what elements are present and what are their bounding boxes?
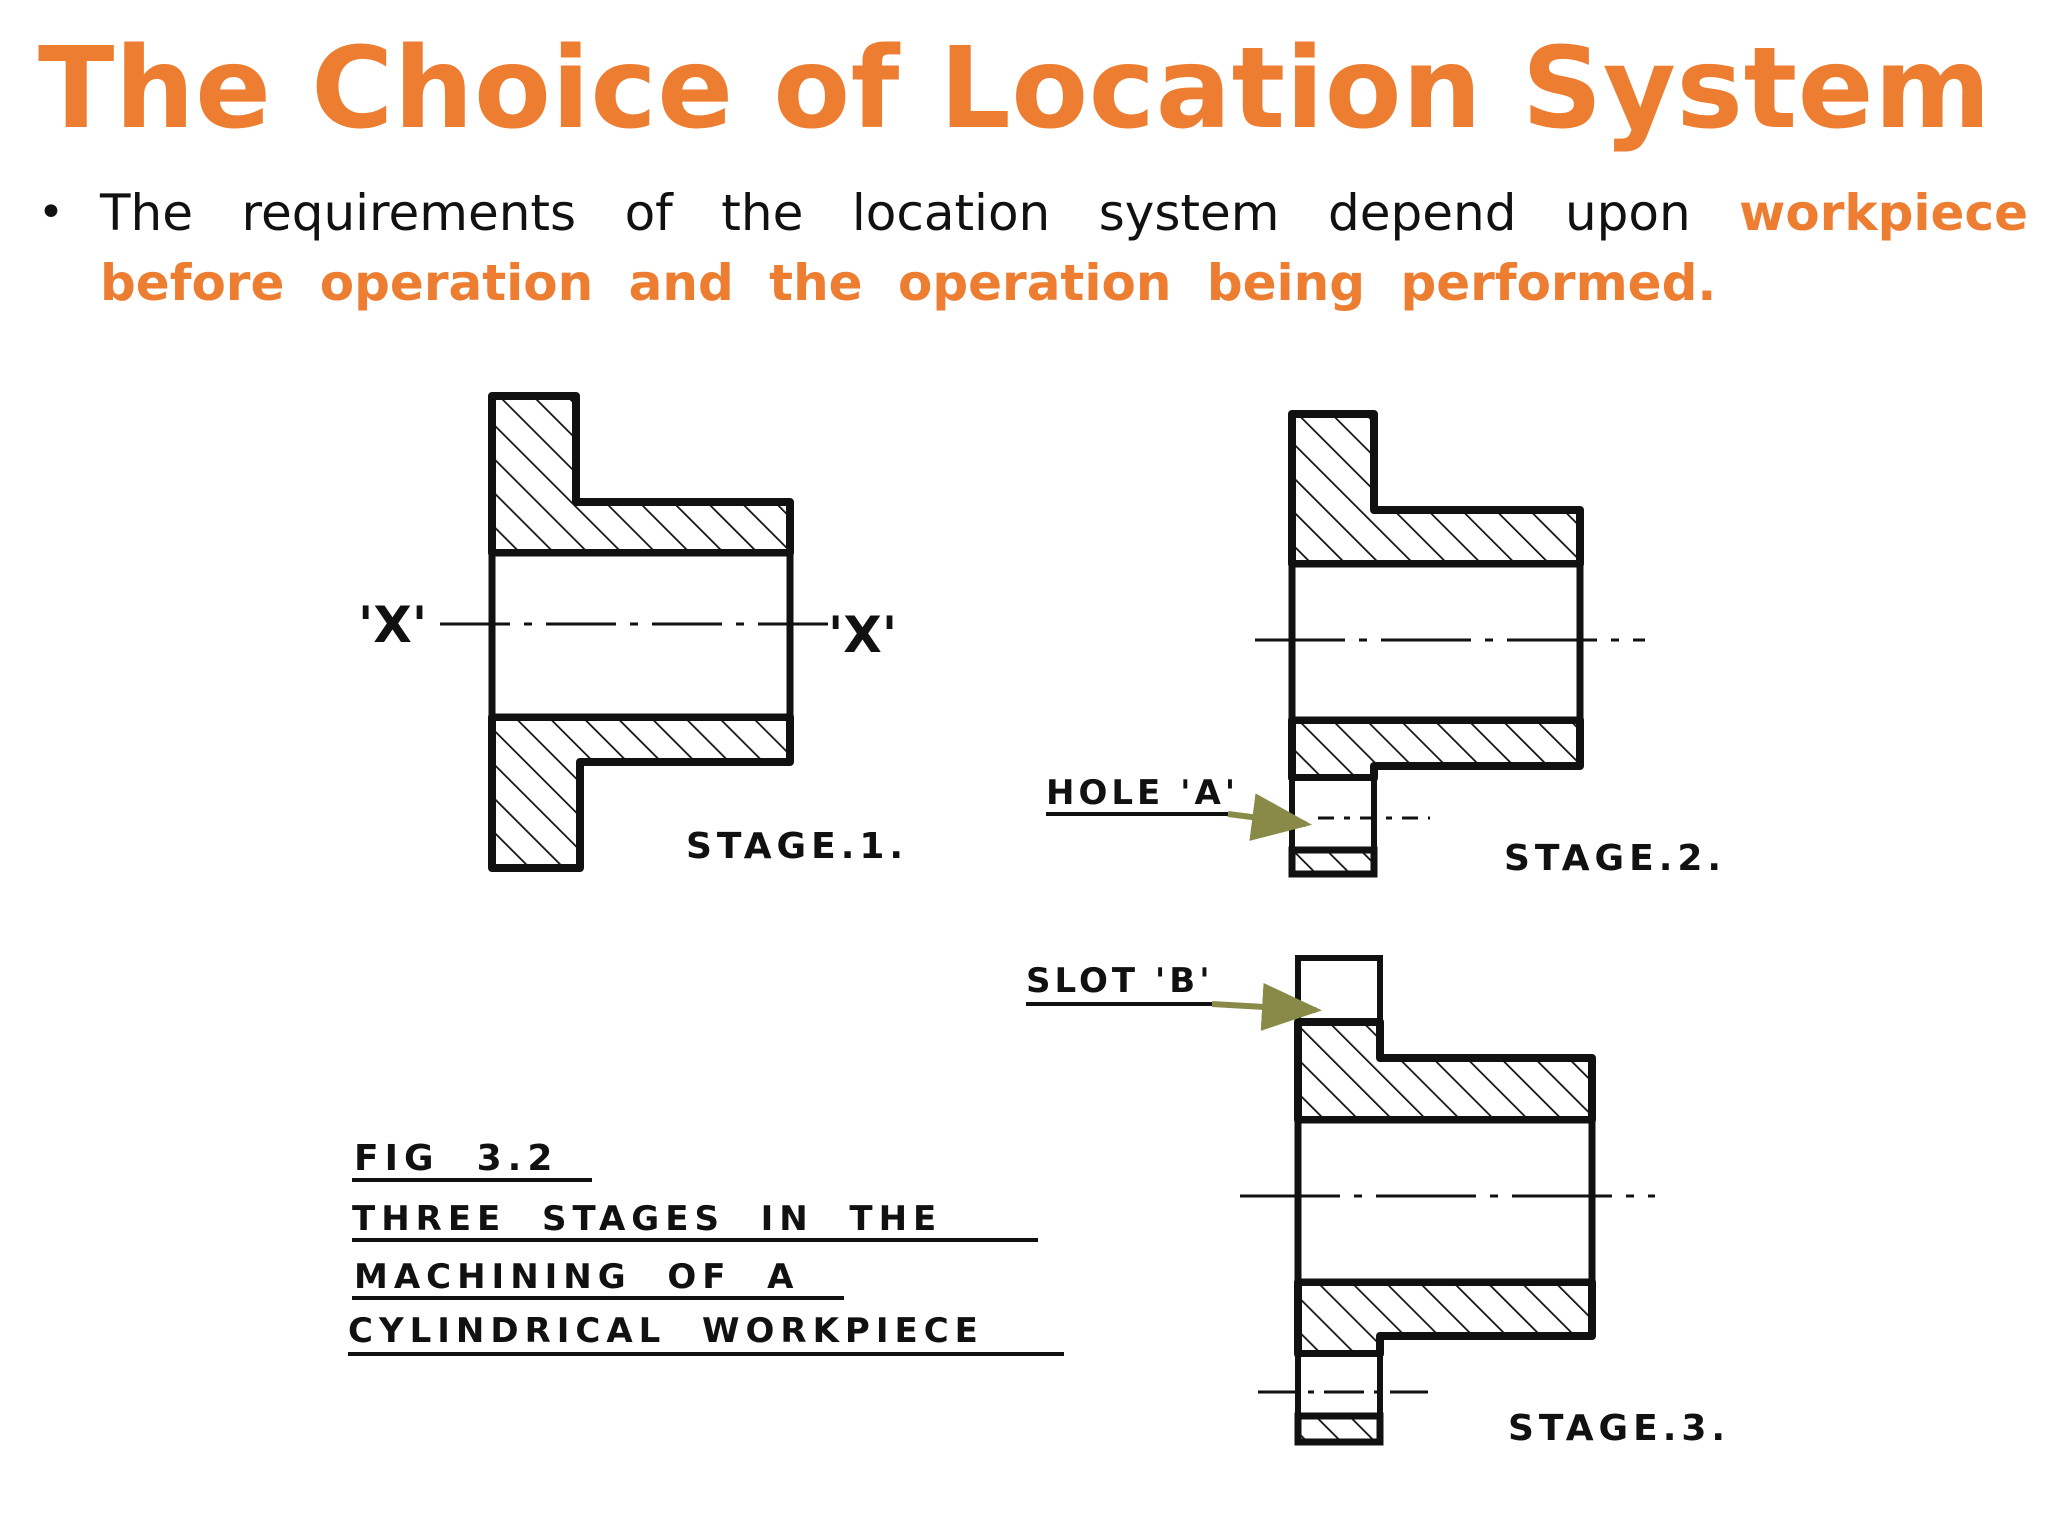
bullet-text-plain: The requirements of the location system … bbox=[100, 184, 1740, 242]
stage-2-label: STAGE.2. bbox=[1504, 838, 1726, 879]
axis-label-right: 'X' bbox=[828, 606, 897, 664]
axis-label-left: 'X' bbox=[358, 596, 427, 654]
caption-line-1: THREE STAGES IN THE bbox=[352, 1199, 942, 1239]
stage-2-upper-section bbox=[1288, 410, 1584, 568]
stage-1-label: STAGE.1. bbox=[686, 826, 908, 867]
caption-line-3: CYLINDRICAL WORKPIECE bbox=[348, 1311, 984, 1351]
stage-1-part bbox=[440, 392, 840, 872]
bullet-point: • The requirements of the location syste… bbox=[38, 178, 2028, 318]
stage-1-upper-section bbox=[488, 392, 794, 557]
stage-3-bore bbox=[1294, 1116, 1596, 1286]
stage-2-bore bbox=[1288, 560, 1584, 724]
bullet-dot-icon: • bbox=[38, 187, 64, 238]
slot-b-arrow bbox=[1211, 982, 1322, 1031]
stage-2-lower-section bbox=[1288, 716, 1584, 782]
stage-2-hole-a bbox=[1289, 775, 1377, 853]
stage-2-part bbox=[1255, 410, 1645, 878]
stage-3-hole bbox=[1295, 1351, 1383, 1419]
bullet-text: The requirements of the location system … bbox=[100, 178, 2028, 318]
hole-a-label: HOLE 'A' bbox=[1046, 773, 1239, 813]
stage-3-lower-section bbox=[1294, 1278, 1596, 1358]
stage-3-part bbox=[1240, 955, 1655, 1446]
stage-3-flange-foot bbox=[1294, 1412, 1384, 1446]
stage-2-flange-foot bbox=[1288, 846, 1378, 878]
caption-line-2: MACHINING OF A bbox=[354, 1257, 799, 1297]
caption-title: FIG 3.2 bbox=[354, 1138, 558, 1179]
bullet-text-highlight: workpiece before operation and the opera… bbox=[100, 184, 2028, 312]
stage-3-label: STAGE.3. bbox=[1508, 1408, 1730, 1449]
slot-b-label: SLOT 'B' bbox=[1026, 961, 1214, 1001]
stage-1-bore bbox=[488, 549, 794, 721]
slide-title: The Choice of Location System bbox=[38, 24, 1992, 154]
stage-3-upper-section bbox=[1294, 1018, 1596, 1124]
figure-caption: FIG 3.2 THREE STAGES IN THE MACHINING OF… bbox=[348, 1138, 1064, 1356]
hole-a-arrow bbox=[1227, 793, 1312, 841]
